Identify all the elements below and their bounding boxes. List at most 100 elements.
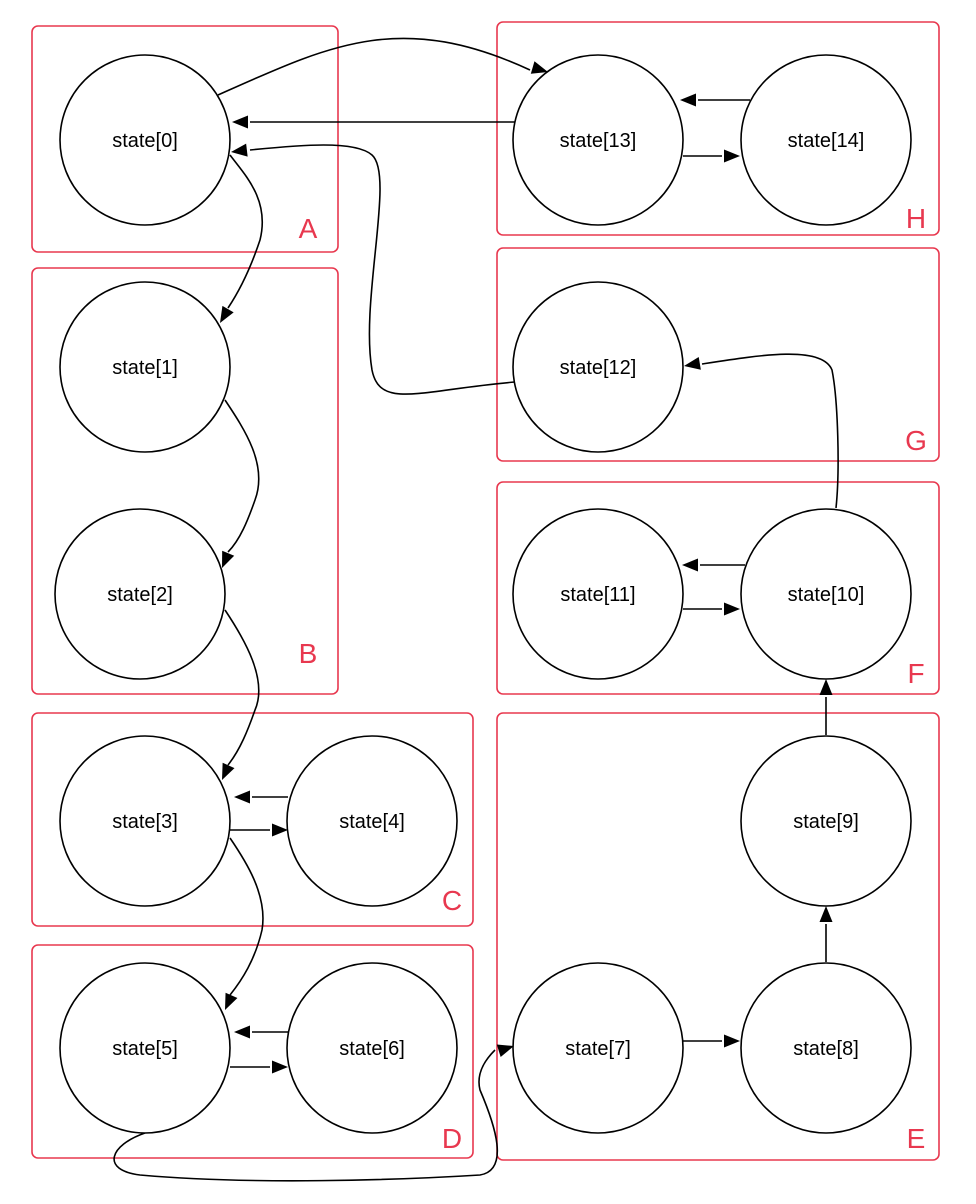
state-circle — [740, 54, 912, 226]
nodes-layer: state[0] state[1] state[2] state[3] state[4]… — [54, 54, 912, 1134]
state-circle — [286, 735, 458, 907]
cluster-box — [31, 712, 474, 927]
arrowhead — [724, 1034, 740, 1048]
arrowhead — [724, 602, 740, 616]
cluster-box — [31, 267, 339, 695]
edge-line — [217, 37, 531, 96]
state-circle — [512, 962, 684, 1134]
state-node-14: state[14] — [740, 54, 912, 226]
arrowhead — [220, 305, 234, 323]
edge-line — [113, 1049, 499, 1182]
state-circle — [512, 54, 684, 226]
state-label: state[2] — [107, 584, 173, 606]
arrowhead — [496, 1044, 514, 1057]
state-label: state[1] — [112, 357, 178, 379]
arrowhead — [272, 1060, 288, 1074]
edge-s14-to-s13 — [680, 93, 750, 107]
edge-s8-to-s9 — [819, 906, 833, 962]
cluster-box — [496, 21, 940, 236]
state-node-10: state[10] — [740, 508, 912, 680]
arrowhead — [222, 550, 235, 568]
state-label: state[6] — [339, 1038, 405, 1060]
cluster-box — [31, 25, 339, 253]
state-circle — [740, 735, 912, 907]
arrowhead — [234, 790, 250, 804]
cluster-c: C — [31, 712, 474, 927]
cluster-label: C — [442, 885, 462, 916]
state-node-11: state[11] — [512, 508, 684, 680]
arrowhead — [272, 823, 288, 837]
state-label: state[4] — [339, 811, 405, 833]
state-node-13: state[13] — [512, 54, 684, 226]
edge-line — [249, 144, 516, 395]
edge-s13-to-s0 — [232, 115, 520, 129]
arrowhead — [819, 906, 833, 922]
state-label: state[8] — [793, 1038, 859, 1060]
cluster-g: G — [496, 247, 940, 462]
cluster-label: H — [906, 203, 926, 234]
edge-line — [229, 837, 264, 996]
state-circle — [740, 508, 912, 680]
state-node-9: state[9] — [740, 735, 912, 907]
cluster-a: A — [31, 25, 339, 253]
state-label: state[7] — [565, 1038, 631, 1060]
edge-s12-to-s0 — [231, 143, 516, 395]
cluster-label: A — [299, 213, 318, 244]
state-label: state[10] — [788, 584, 865, 606]
edge-s3-to-s4 — [230, 823, 288, 837]
arrowhead — [819, 679, 833, 695]
cluster-label: B — [299, 638, 318, 669]
state-circle — [59, 962, 231, 1134]
state-circle — [54, 508, 226, 680]
edge-s5-to-s7 — [113, 1044, 514, 1182]
state-label: state[3] — [112, 811, 178, 833]
edge-s6-to-s5 — [234, 1025, 288, 1039]
state-node-3: state[3] — [59, 735, 231, 907]
edge-line — [224, 609, 260, 766]
state-circle — [59, 735, 231, 907]
arrowhead — [682, 558, 698, 572]
edge-s0-to-s13 — [217, 37, 548, 96]
arrowhead — [234, 1025, 250, 1039]
state-circle — [286, 962, 458, 1134]
arrowhead — [222, 762, 235, 780]
state-node-2: state[2] — [54, 508, 226, 680]
arrowhead — [231, 143, 248, 157]
edge-s1-to-s2 — [222, 399, 260, 568]
cluster-label: D — [442, 1123, 462, 1154]
state-node-0: state[0] — [59, 54, 231, 226]
edges-layer — [113, 37, 839, 1182]
edge-line — [227, 154, 264, 309]
edge-s5-to-s6 — [230, 1060, 288, 1074]
state-node-7: state[7] — [512, 962, 684, 1134]
cluster-box — [496, 247, 940, 462]
edge-s2-to-s3 — [222, 609, 260, 780]
state-node-1: state[1] — [59, 281, 231, 453]
state-label: state[13] — [560, 130, 637, 152]
cluster-e: E — [496, 712, 940, 1161]
edge-s3-to-s5 — [225, 837, 264, 1010]
arrowhead — [680, 93, 696, 107]
edge-s0-to-s1 — [220, 154, 264, 323]
arrowhead — [530, 61, 548, 74]
edge-s13-to-s14 — [683, 149, 740, 163]
state-node-6: state[6] — [286, 962, 458, 1134]
arrowhead — [724, 149, 740, 163]
cluster-h: H — [496, 21, 940, 236]
state-node-12: state[12] — [512, 281, 684, 453]
state-label: state[12] — [560, 357, 637, 379]
state-label: state[5] — [112, 1038, 178, 1060]
edge-line — [701, 353, 839, 509]
cluster-box — [31, 944, 474, 1159]
state-circle — [59, 54, 231, 226]
edge-s7-to-s8 — [683, 1034, 740, 1048]
cluster-label: G — [905, 425, 927, 456]
cluster-b: B — [31, 267, 339, 695]
state-node-5: state[5] — [59, 962, 231, 1134]
cluster-d: D — [31, 944, 474, 1159]
edge-s4-to-s3 — [234, 790, 288, 804]
cluster-box — [496, 481, 940, 695]
edge-s10-to-s11 — [682, 558, 745, 572]
